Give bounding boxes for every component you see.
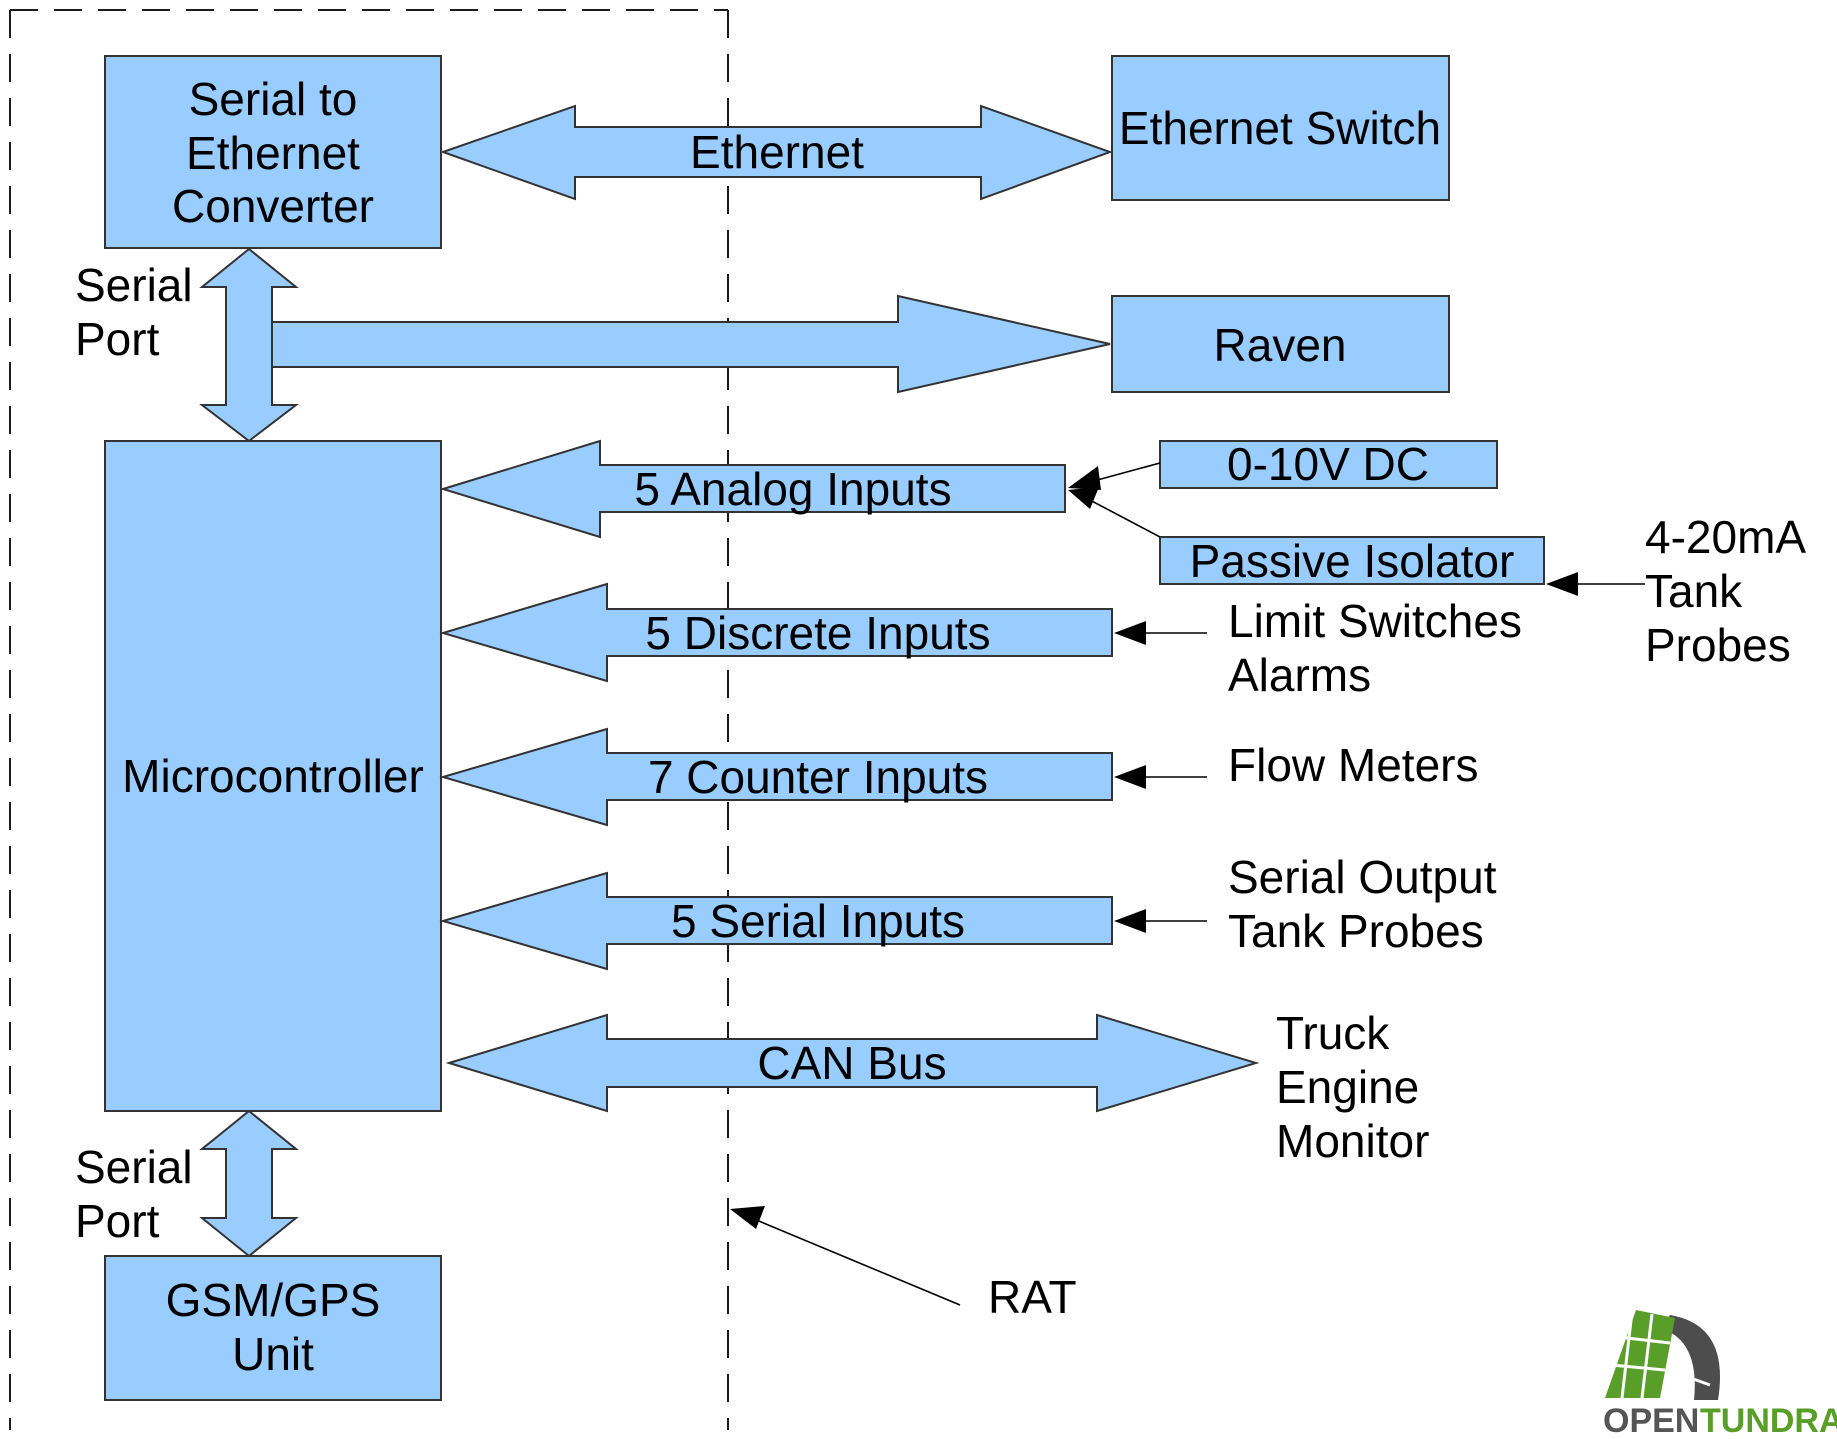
ethernet-switch-box: Ethernet Switch — [1111, 55, 1450, 201]
serial-inputs-arrow: 5 Serial Inputs — [439, 871, 1113, 971]
logo-word-tundra: TUNDRA — [1700, 1402, 1837, 1439]
serial-port-top-label-line1: Serial — [75, 259, 193, 311]
ethernet-arrow: Ethernet — [439, 104, 1113, 201]
tank-probes-420-connector — [1546, 572, 1645, 596]
zero-ten-volt-label: 0-10V DC — [1227, 438, 1429, 490]
serial-port-bottom-arrow — [199, 1109, 299, 1258]
truck-engine-label-line2: Engine — [1276, 1061, 1419, 1113]
logo-word-open: OPEN — [1603, 1402, 1699, 1439]
discrete-inputs-label: 5 Discrete Inputs — [645, 607, 990, 659]
analog-inputs-arrow: 5 Analog Inputs — [439, 439, 1066, 539]
microcontroller-box: Microcontroller — [104, 440, 442, 1112]
rat-enclosure-boundary — [9, 9, 729, 1430]
tank-probes-420-label-line1: 4-20mA — [1645, 511, 1806, 563]
counter-inputs-label: 7 Counter Inputs — [648, 751, 988, 803]
converter-label-line2: Ethernet — [186, 127, 360, 179]
serial-output-connector — [1114, 909, 1207, 933]
serial-to-ethernet-converter-box: Serial to Ethernet Converter — [104, 55, 442, 249]
zero-ten-volt-box: 0-10V DC — [1159, 438, 1498, 490]
raven-box: Raven — [1111, 295, 1450, 393]
solar-panel-road-logo-icon — [1605, 1310, 1720, 1400]
serial-output-label-line2: Tank Probes — [1228, 905, 1484, 957]
tank-probes-420-label-line3: Probes — [1645, 619, 1791, 671]
counter-inputs-arrow: 7 Counter Inputs — [439, 727, 1113, 827]
truck-engine-label-line1: Truck — [1276, 1007, 1390, 1059]
open-tundra-logo: OPEN TUNDRA — [1603, 1310, 1837, 1439]
gsm-gps-box: GSM/GPS Unit — [104, 1255, 442, 1401]
gsm-gps-label-line2: Unit — [232, 1328, 314, 1380]
microcontroller-label: Microcontroller — [122, 750, 424, 802]
converter-label-line3: Converter — [172, 180, 374, 232]
serial-output-label-line1: Serial Output — [1228, 851, 1497, 903]
converter-label-line1: Serial to — [189, 73, 358, 125]
discrete-inputs-arrow: 5 Discrete Inputs — [439, 582, 1113, 683]
gsm-gps-label-line1: GSM/GPS — [166, 1274, 381, 1326]
serial-port-bottom-label-line2: Port — [75, 1195, 160, 1247]
tank-probes-420-label-line2: Tank — [1645, 565, 1743, 617]
rat-label: RAT — [988, 1271, 1077, 1323]
can-bus-arrow: CAN Bus — [445, 1013, 1260, 1113]
limit-switches-connector — [1114, 621, 1207, 645]
raven-label: Raven — [1214, 319, 1347, 371]
passive-isolator-box: Passive Isolator — [1159, 535, 1545, 587]
raven-arrow — [271, 294, 1111, 394]
rat-pointer — [730, 1206, 961, 1306]
analog-inputs-label: 5 Analog Inputs — [634, 463, 951, 515]
can-bus-label: CAN Bus — [757, 1037, 946, 1089]
limit-switches-label-line2: Alarms — [1228, 649, 1371, 701]
flow-meters-label: Flow Meters — [1228, 739, 1478, 791]
flow-meters-connector — [1114, 765, 1207, 789]
serial-port-bottom-label-line1: Serial — [75, 1141, 193, 1193]
ethernet-arrow-label: Ethernet — [690, 126, 864, 178]
limit-switches-label-line1: Limit Switches — [1228, 595, 1522, 647]
passive-isolator-label: Passive Isolator — [1190, 535, 1515, 587]
serial-inputs-label: 5 Serial Inputs — [671, 895, 965, 947]
truck-engine-label-line3: Monitor — [1276, 1115, 1429, 1167]
analog-feed-connectors — [1068, 462, 1161, 538]
ethernet-switch-label: Ethernet Switch — [1119, 102, 1441, 154]
serial-port-top-label-line2: Port — [75, 313, 160, 365]
